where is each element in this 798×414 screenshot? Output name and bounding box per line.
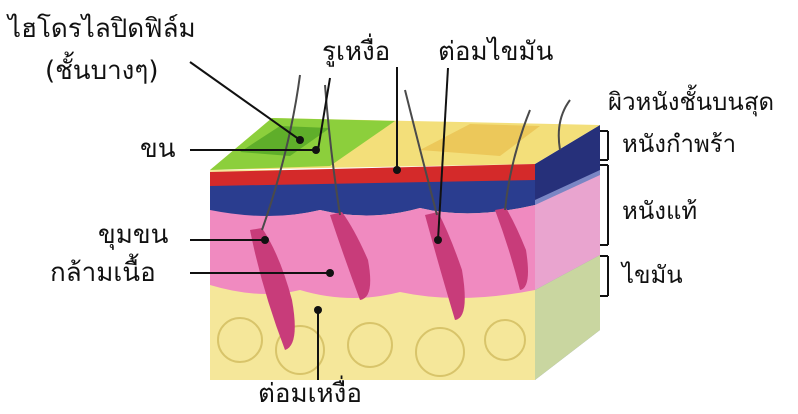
label-sweat-gland: ต่อมเหงื่อ (258, 380, 362, 408)
label-dermis: หนังแท้ (622, 197, 697, 225)
label-sebaceous-gland: ต่อมไขมัน (438, 38, 553, 66)
label-muscle: กล้ามเนื้อ (50, 259, 156, 287)
label-hydrolipid-film: ไฮโดรไลปิดฟิล์ม (8, 15, 196, 43)
label-sweat-pore: รูเหงื่อ (322, 38, 390, 66)
label-skin-surface: ผิวหนังชั้นบนสุด (608, 88, 774, 116)
label-epidermis: หนังกำพร้า (622, 130, 736, 158)
label-hydrolipid-film-sub: (ชั้นบางๆ) (45, 57, 158, 85)
block-side-face (535, 125, 600, 380)
label-hair: ขน (140, 135, 176, 163)
label-fat: ไขมัน (622, 261, 683, 289)
label-follicle: ขุมขน (98, 221, 168, 249)
